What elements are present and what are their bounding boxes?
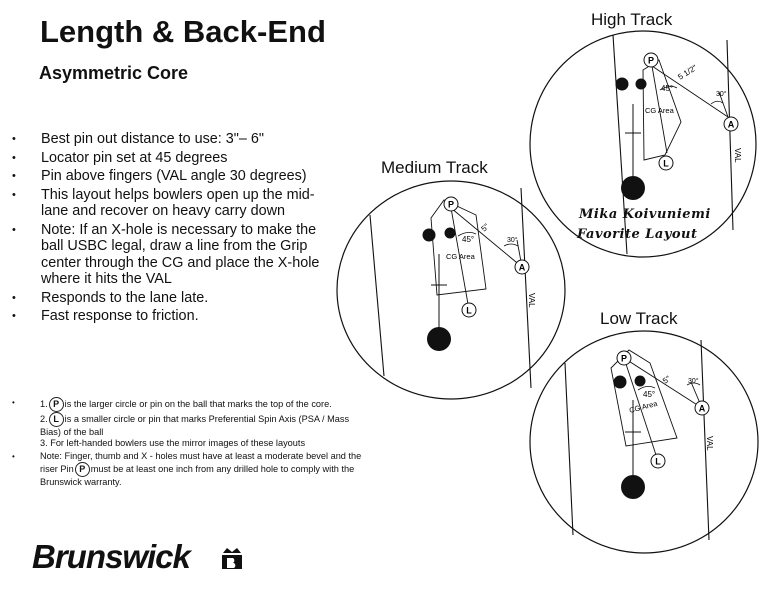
pin-distance-label: 5 1/2" (676, 63, 698, 82)
angle-30-label: 30° (716, 90, 727, 98)
cg-area-label: CG Area (645, 106, 675, 115)
footnote-lefty: 3. For left-handed bowlers use the mirro… (40, 438, 306, 448)
pin-p: P (648, 56, 654, 66)
lane-line (612, 34, 628, 255)
ball-outline (529, 330, 759, 554)
bullet-item: Responds to the lane late. (0, 290, 340, 307)
ball-outline (336, 180, 566, 400)
low-track-diagram: P L A 45° 30° 5" CG Area VAL (529, 330, 759, 554)
val-a: A (728, 120, 735, 130)
angle-30-label: 30° (507, 236, 518, 244)
footnote-p: 1.Pis the larger circle or pin on the ba… (0, 397, 370, 412)
thumb-hole (427, 327, 451, 351)
bullet-item: Pin above fingers (VAL angle 30 degrees) (0, 168, 340, 185)
brand-logo-text: Brunswick (32, 538, 191, 575)
finger-hole (422, 228, 436, 242)
pin-symbol: P (48, 397, 64, 412)
bullet-item: This layout helps bowlers open up the mi… (0, 187, 340, 220)
signature-name: Mika Koivuniemi (579, 207, 711, 222)
thumb-hole (621, 176, 645, 200)
lane-line (369, 214, 385, 377)
val-label: VAL (527, 293, 536, 308)
finger-hole (613, 375, 627, 389)
pin-distance-label: 5" (480, 222, 491, 234)
val-a: A (699, 404, 706, 414)
bullet-item: Note: If an X-hole is necessary to make … (0, 222, 340, 288)
crown-logo-icon (222, 548, 242, 569)
footnotes: 1.Pis the larger circle or pin on the ba… (0, 397, 370, 488)
angle-30-label: 30° (688, 377, 699, 385)
finger-hole (635, 78, 647, 90)
footnote-warranty: Note: Finger, thumb and X - holes must h… (0, 451, 370, 488)
val-label: VAL (705, 436, 714, 451)
val-label: VAL (733, 148, 742, 163)
page-title: Length & Back-End (40, 14, 326, 49)
psa-l: L (466, 306, 472, 316)
low-track-label: Low Track (600, 309, 678, 328)
pin-symbol: P (74, 462, 90, 477)
val-line (520, 187, 532, 389)
high-track-label: High Track (591, 10, 673, 29)
signature-caption: Favorite Layout (577, 227, 698, 242)
ball-outline (529, 30, 757, 258)
bullet-item: Locator pin set at 45 degrees (0, 150, 340, 167)
lane-line (564, 362, 574, 536)
medium-track-label: Medium Track (381, 158, 488, 177)
thumb-hole (621, 475, 645, 499)
cg-area-label: CG Area (446, 252, 476, 261)
angle-45-label: 45° (462, 235, 474, 244)
finger-hole (615, 77, 629, 91)
bullet-item: Fast response to friction. (0, 308, 340, 325)
angle-45-label: 45° (643, 390, 655, 399)
pin-p: P (621, 354, 627, 364)
finger-hole (634, 375, 646, 387)
angle-45-label: 45° (661, 84, 673, 93)
val-line (700, 339, 710, 541)
psa-l: L (655, 457, 661, 467)
finger-hole (444, 227, 456, 239)
cg-area-box (430, 199, 487, 296)
page-subtitle: Asymmetric Core (39, 63, 189, 83)
psa-symbol: L (48, 412, 64, 427)
bullet-item: Best pin out distance to use: 3"– 6" (0, 131, 340, 148)
val-a: A (519, 263, 526, 273)
pin-distance-label: 5" (661, 374, 672, 386)
pin-p: P (448, 200, 454, 210)
medium-track-diagram: P L A 45° 30° 5" CG Area VAL (336, 180, 566, 400)
high-track-diagram: P L A 45° 30° 5 1/2" CG Area VAL (529, 30, 757, 258)
bullet-list: Best pin out distance to use: 3"– 6" Loc… (0, 131, 340, 327)
val-line (726, 39, 734, 231)
psa-l: L (663, 159, 669, 169)
